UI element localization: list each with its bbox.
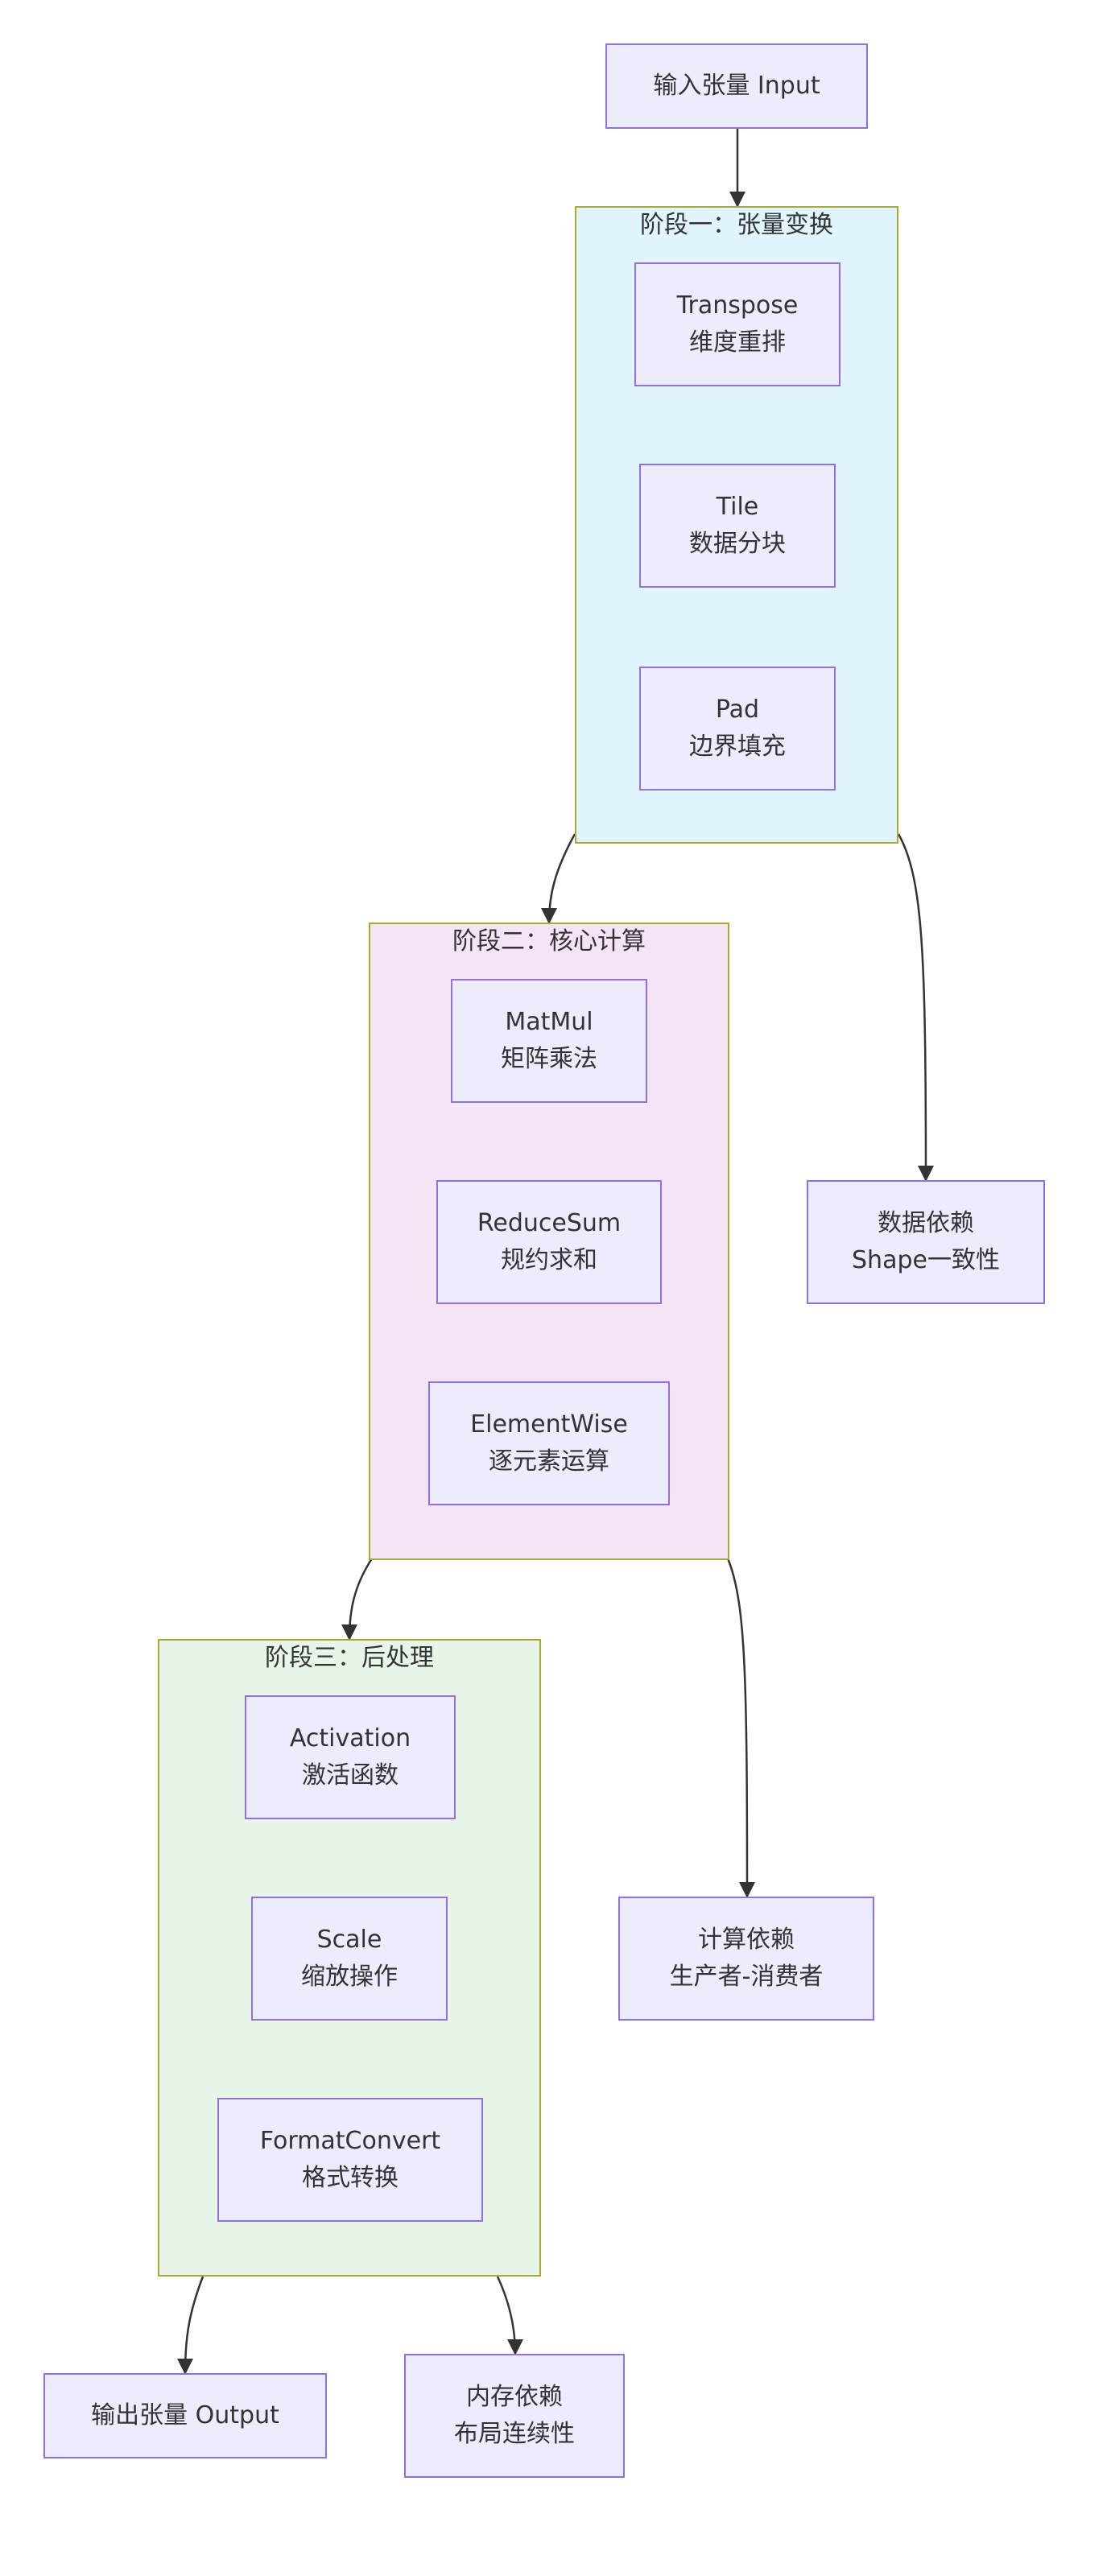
activation-label: Activation (289, 1724, 411, 1752)
stage3-title: 阶段三：后处理 (265, 1644, 434, 1672)
tile-node: Tile 数据分块 (639, 464, 836, 588)
scale-desc: 缩放操作 (301, 1963, 398, 1991)
reducesum-desc: 规约求和 (501, 1246, 597, 1274)
reducesum-label: ReduceSum (477, 1209, 622, 1237)
memory-dependency-node: 内存依赖 布局连续性 (404, 2354, 625, 2478)
matmul-desc: 矩阵乘法 (501, 1045, 597, 1073)
scale-node: Scale 缩放操作 (251, 1897, 448, 2021)
output-tensor-node: 输出张量 Output (43, 2373, 327, 2458)
elementwise-label: ElementWise (470, 1410, 628, 1439)
transpose-desc: 维度重排 (689, 328, 786, 357)
scale-label: Scale (316, 1926, 382, 1954)
edge-stage2-to-stage3 (341, 1558, 374, 1641)
elementwise-desc: 逐元素运算 (489, 1447, 609, 1476)
data-dependency-desc: Shape一致性 (852, 1246, 1000, 1274)
output-tensor-label: 输出张量 Output (91, 2401, 279, 2429)
edge-stage3-to-memory-dependency (496, 2276, 523, 2355)
compute-dependency-node: 计算依赖 生产者-消费者 (618, 1897, 874, 2021)
formatconvert-desc: 格式转换 (302, 2164, 399, 2192)
matmul-label: MatMul (505, 1008, 593, 1036)
pad-label: Pad (715, 696, 760, 724)
transpose-node: Transpose 维度重排 (634, 262, 840, 386)
data-dependency-node: 数据依赖 Shape一致性 (807, 1180, 1045, 1304)
transpose-label: Transpose (676, 291, 799, 320)
memory-dependency-desc: 布局连续性 (454, 2420, 575, 2448)
elementwise-node: ElementWise 逐元素运算 (428, 1381, 670, 1505)
tile-desc: 数据分块 (689, 530, 786, 558)
pad-node: Pad 边界填充 (639, 667, 836, 791)
edge-stage2-to-compute-dependency (726, 1558, 755, 1898)
activation-node: Activation 激活函数 (245, 1695, 456, 1819)
edge-stage1-to-stage2 (541, 833, 576, 924)
formatconvert-label: FormatConvert (259, 2127, 441, 2155)
reducesum-node: ReduceSum 规约求和 (436, 1180, 662, 1304)
pad-desc: 边界填充 (689, 733, 786, 761)
stage2-title: 阶段二：核心计算 (452, 927, 646, 956)
input-tensor-label: 输入张量 Input (653, 72, 820, 100)
matmul-node: MatMul 矩阵乘法 (451, 979, 647, 1103)
stage1-title: 阶段一：张量变换 (640, 211, 833, 239)
input-tensor-node: 输入张量 Input (605, 43, 868, 129)
edge-stage1-to-data-dependency (897, 833, 934, 1182)
edge-stage3-to-output (177, 2276, 204, 2375)
activation-desc: 激活函数 (302, 1761, 399, 1790)
formatconvert-node: FormatConvert 格式转换 (217, 2098, 483, 2222)
compute-dependency-label: 计算依赖 (698, 1926, 795, 1954)
compute-dependency-desc: 生产者-消费者 (669, 1963, 824, 1991)
data-dependency-label: 数据依赖 (878, 1209, 974, 1237)
tile-label: Tile (716, 493, 759, 521)
memory-dependency-label: 内存依赖 (466, 2383, 563, 2411)
